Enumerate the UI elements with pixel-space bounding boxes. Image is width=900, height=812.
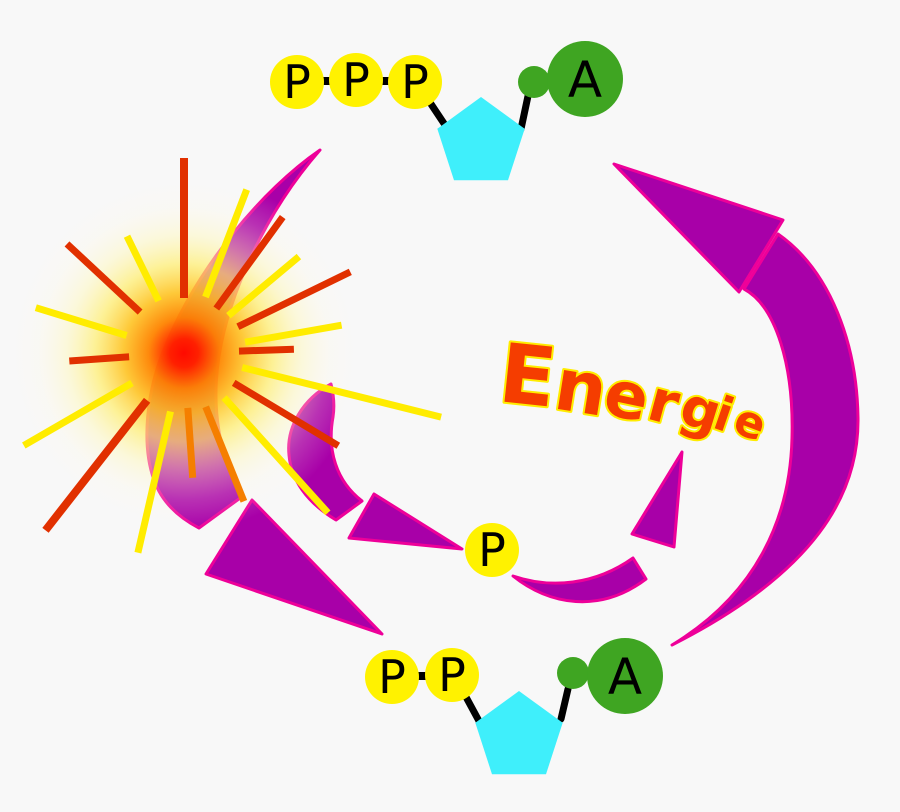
cycle-arrow-left-head-icon [204,498,384,636]
atp-phosphate-circle [388,55,442,109]
energy-ray-icon [238,345,295,355]
adenine-small-circle [518,66,550,98]
adenine-label: A [568,51,602,109]
atp-phosphate-label: P [342,53,370,107]
bond-ribose-adenine [557,685,572,723]
free-phosphate-circle [465,523,519,577]
bond-ribose-adenine [517,92,532,133]
energy-ray-icon [202,188,250,299]
cycle-arrow-right-head-icon [612,162,785,294]
cycle-arrow-right-body [670,232,860,647]
adenine-circle [587,638,663,714]
atp-phosphate-circle [329,53,383,107]
bond-ribose-phosphate [462,693,483,725]
energy-ray-icon [236,268,352,330]
adp-phosphate-label: P [378,650,406,704]
energy-ray-icon [226,253,302,319]
energy-ray-icon [244,321,343,346]
adp-phosphate-circle [425,648,479,702]
adp-phosphate-label: P [438,648,466,702]
phosphate-arrow-left-head-icon [347,492,464,551]
adenine-circle [547,41,623,117]
energy-ray-icon [221,395,331,516]
phosphate-arrow-right-body [511,556,648,604]
energy-ray-icon [69,353,130,365]
energy-ray-icon [231,379,341,449]
energy-ray-icon [22,379,134,449]
ribose-pentagon-icon [437,97,525,181]
energy-word: E n e r g i e [493,324,775,454]
adp-molecule: P P A [365,638,663,775]
atp-phosphate-label: P [283,55,311,109]
atp-molecule: P P P A [270,41,623,181]
energy-ray-icon [42,397,151,533]
phosphate-arrow-right-head-icon [630,450,684,549]
atp-phosphate-label: P [401,55,429,109]
adenine-label: A [608,648,642,706]
free-phosphate-label: P [478,523,506,577]
energy-ray-icon [123,234,162,303]
energy-ray-icon [213,215,286,311]
energy-ray-icon [34,304,128,339]
energy-word-letter: E [495,326,561,426]
energy-burst-glow [6,175,362,531]
ribose-pentagon-icon [475,691,563,775]
energy-ray-icon [134,410,174,554]
energy-ray-icon [64,241,143,315]
adenine-small-circle [557,657,589,689]
energy-ray-icon [241,364,442,421]
adp-phosphate-circle [365,650,419,704]
energy-ray-icon [202,405,248,503]
energy-ray-icon [184,407,197,478]
energy-rays [22,158,442,554]
free-phosphate: P [465,523,519,577]
atp-phosphate-circle [270,55,324,109]
